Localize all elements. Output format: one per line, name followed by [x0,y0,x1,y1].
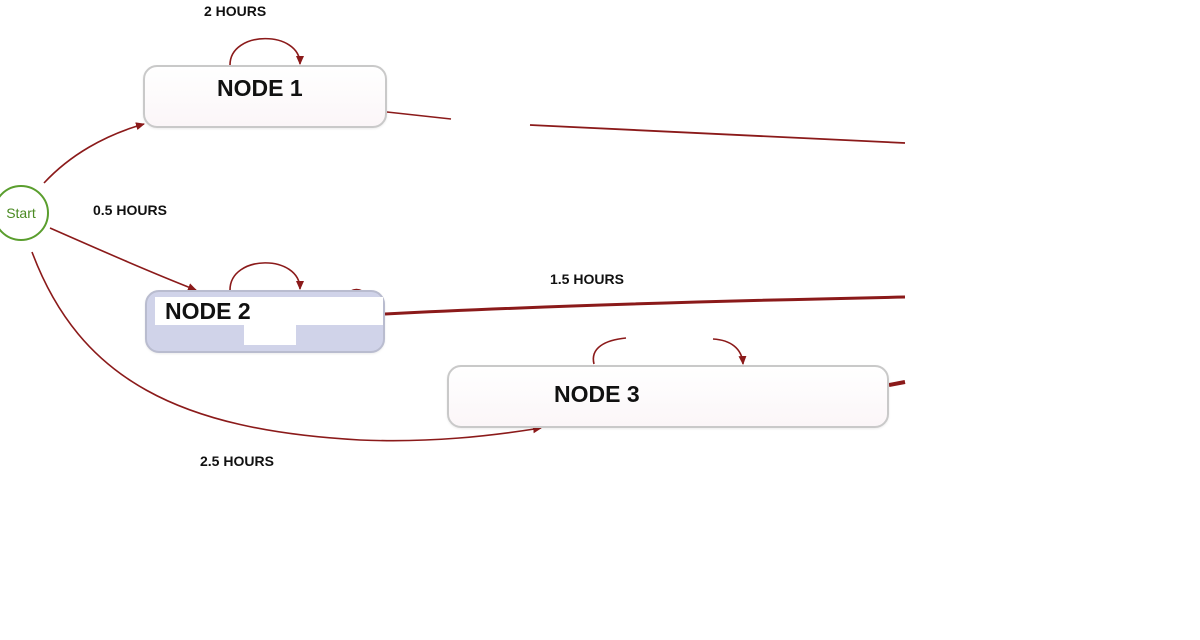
node-2-sub-highlight [244,325,296,345]
edge-node-1-out-a [386,111,452,120]
edge-label-2-5-hours: 2.5 HOURS [200,453,274,469]
edge-start-node-1 [43,122,145,184]
self-loop-node-3-left [592,337,627,365]
edge-label-1-5-hours: 1.5 HOURS [550,271,624,287]
self-loop-node-2 [229,262,304,291]
node-3-label: NODE 3 [554,381,640,407]
edge-node-1-out-b [529,124,906,144]
node-2-label-highlight [155,297,383,325]
self-loop-node-3-right [712,338,747,365]
node-2[interactable]: NODE 2 [145,290,385,353]
edge-label-0-5-hours: 0.5 HOURS [93,202,167,218]
node-2-label: NODE 2 [165,298,251,324]
self-loop-node-1 [229,37,304,66]
start-node[interactable]: Start [0,185,49,241]
edge-node-2-out [384,295,906,316]
edge-label-2-hours: 2 HOURS [204,3,267,19]
node-1-label: NODE 1 [217,75,303,101]
node-1[interactable]: NODE 1 [143,65,387,128]
node-3[interactable]: NODE 3 [447,365,889,428]
edge-start-node-2 [49,227,197,291]
start-label: Start [6,205,36,221]
edge-node-3-out [888,380,906,387]
edge-start-node-3 [31,251,542,442]
